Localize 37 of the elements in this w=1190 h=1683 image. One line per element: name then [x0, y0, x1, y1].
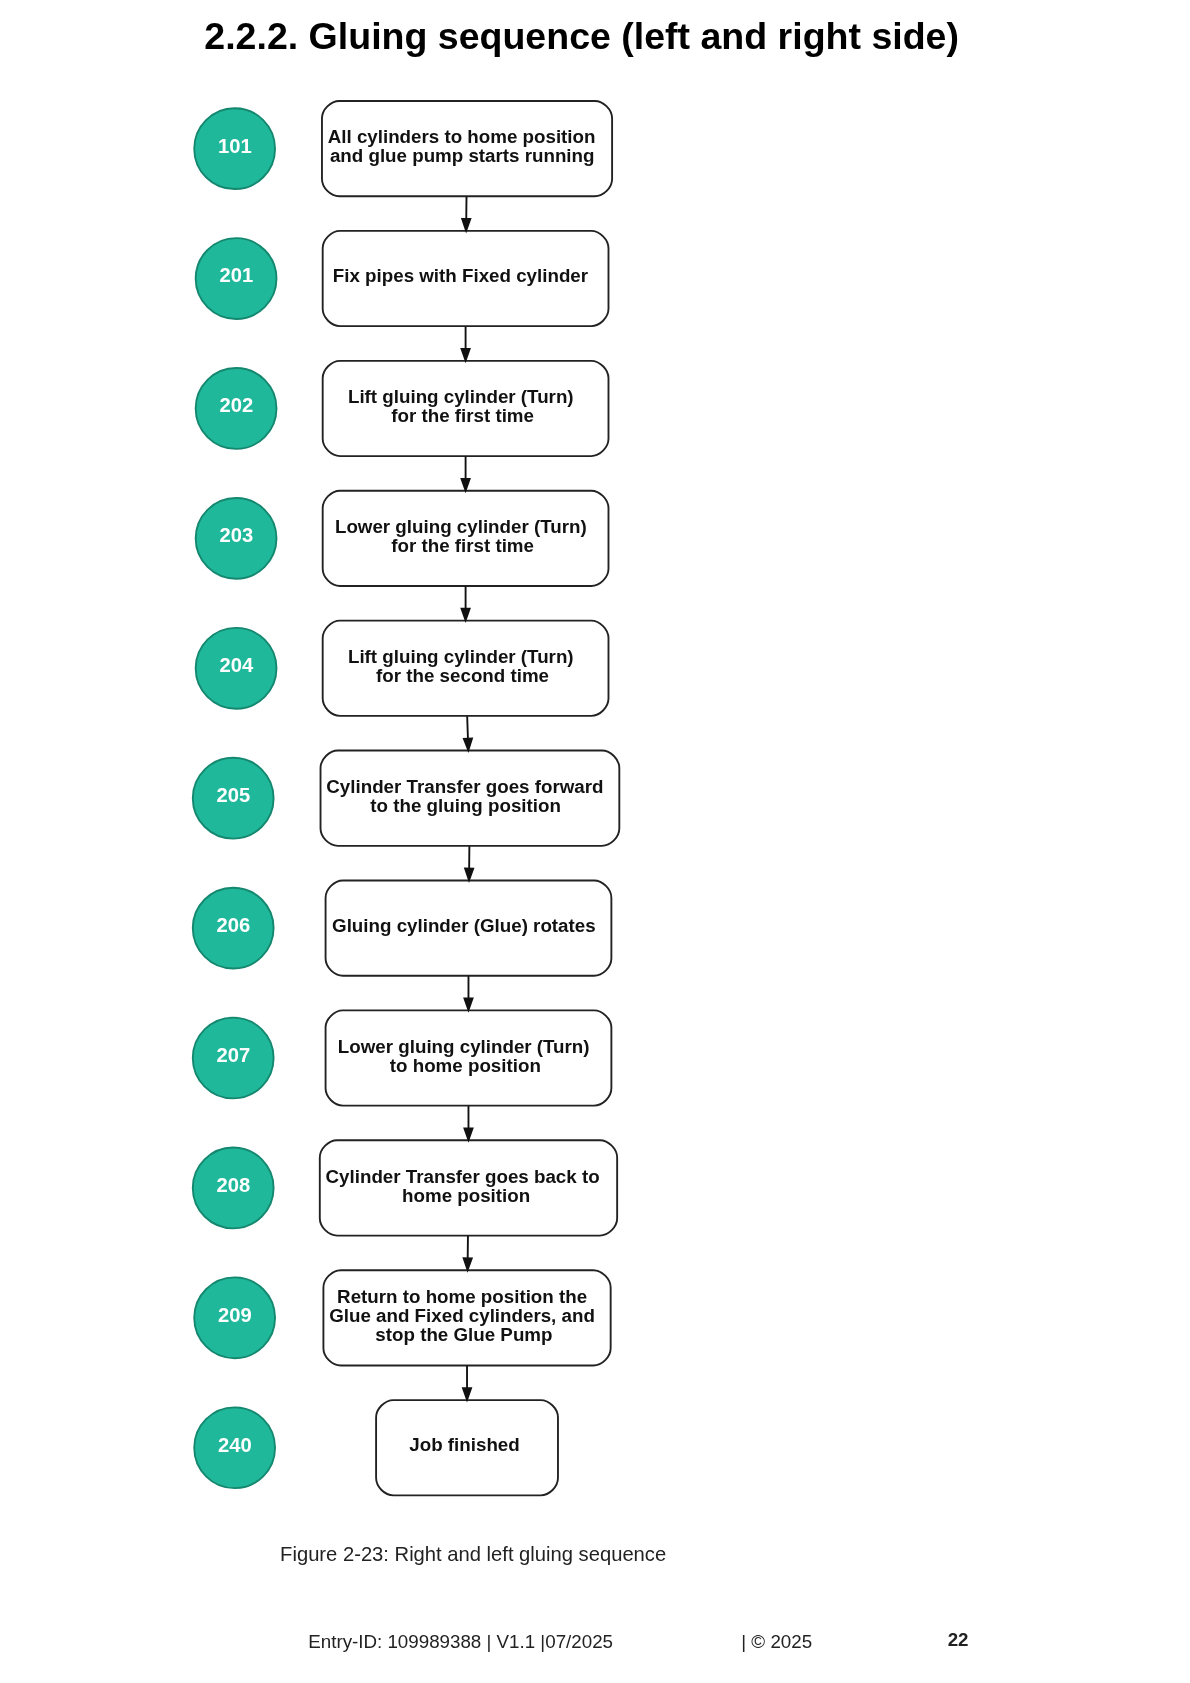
- node-box: Return to home position the Glue and Fixed cylinders, and stop the Glue Pump: [321, 1269, 612, 1367]
- diagram-title: 2.2.2. Gluing sequence (left and right side): [203, 14, 959, 57]
- node-box: Fix pipes with Fixed cylinder: [321, 230, 609, 328]
- arrow: [460, 195, 472, 234]
- node-circle: 208: [191, 1146, 275, 1230]
- node-circle: 201: [194, 237, 277, 320]
- arrow: [461, 1235, 473, 1273]
- label: | © 2025: [740, 1630, 812, 1652]
- node-box: Gluing cylinder (Glue) rotates: [324, 879, 612, 977]
- arrow: [459, 455, 471, 494]
- node-circle: 202: [194, 367, 277, 450]
- node-box: Cylinder Transfer goes forward to the gluing position: [319, 749, 620, 847]
- node-circle: 206: [191, 886, 275, 970]
- caption: Figure 2-23: Right and left gluing sequence: [279, 1543, 666, 1566]
- arrow: [462, 715, 473, 754]
- label: Entry-ID: 109989388 | V1.1 |07/2025: [307, 1630, 613, 1652]
- node-circle: 209: [192, 1276, 276, 1360]
- node-circle: 205: [191, 756, 275, 840]
- arrow: [462, 975, 474, 1013]
- node-box: Cylinder Transfer goes back to home position: [318, 1139, 618, 1237]
- node-box: Lower gluing cylinder (Turn) for the first time: [321, 489, 609, 587]
- node-circle: 207: [191, 1016, 275, 1100]
- node-box: Lift gluing cylinder (Turn) for the second time: [321, 619, 609, 717]
- arrow: [459, 325, 471, 364]
- node-circle: 240: [192, 1406, 276, 1490]
- arrow: [461, 1364, 472, 1403]
- node-box: Lift gluing cylinder (Turn) for the first time: [321, 359, 609, 458]
- arrow: [459, 585, 471, 624]
- node-circle: 101: [192, 107, 276, 190]
- node-circle: 203: [194, 497, 277, 580]
- node-box: All cylinders to home position and glue pump starts running: [320, 100, 613, 198]
- arrow: [463, 845, 474, 883]
- arrow: [462, 1105, 474, 1143]
- node-box: Lower gluing cylinder (Turn) to home position: [324, 1009, 612, 1107]
- node-circle: 204: [194, 626, 277, 710]
- node-box: Job finished: [374, 1399, 559, 1497]
- label: 22: [947, 1629, 969, 1651]
